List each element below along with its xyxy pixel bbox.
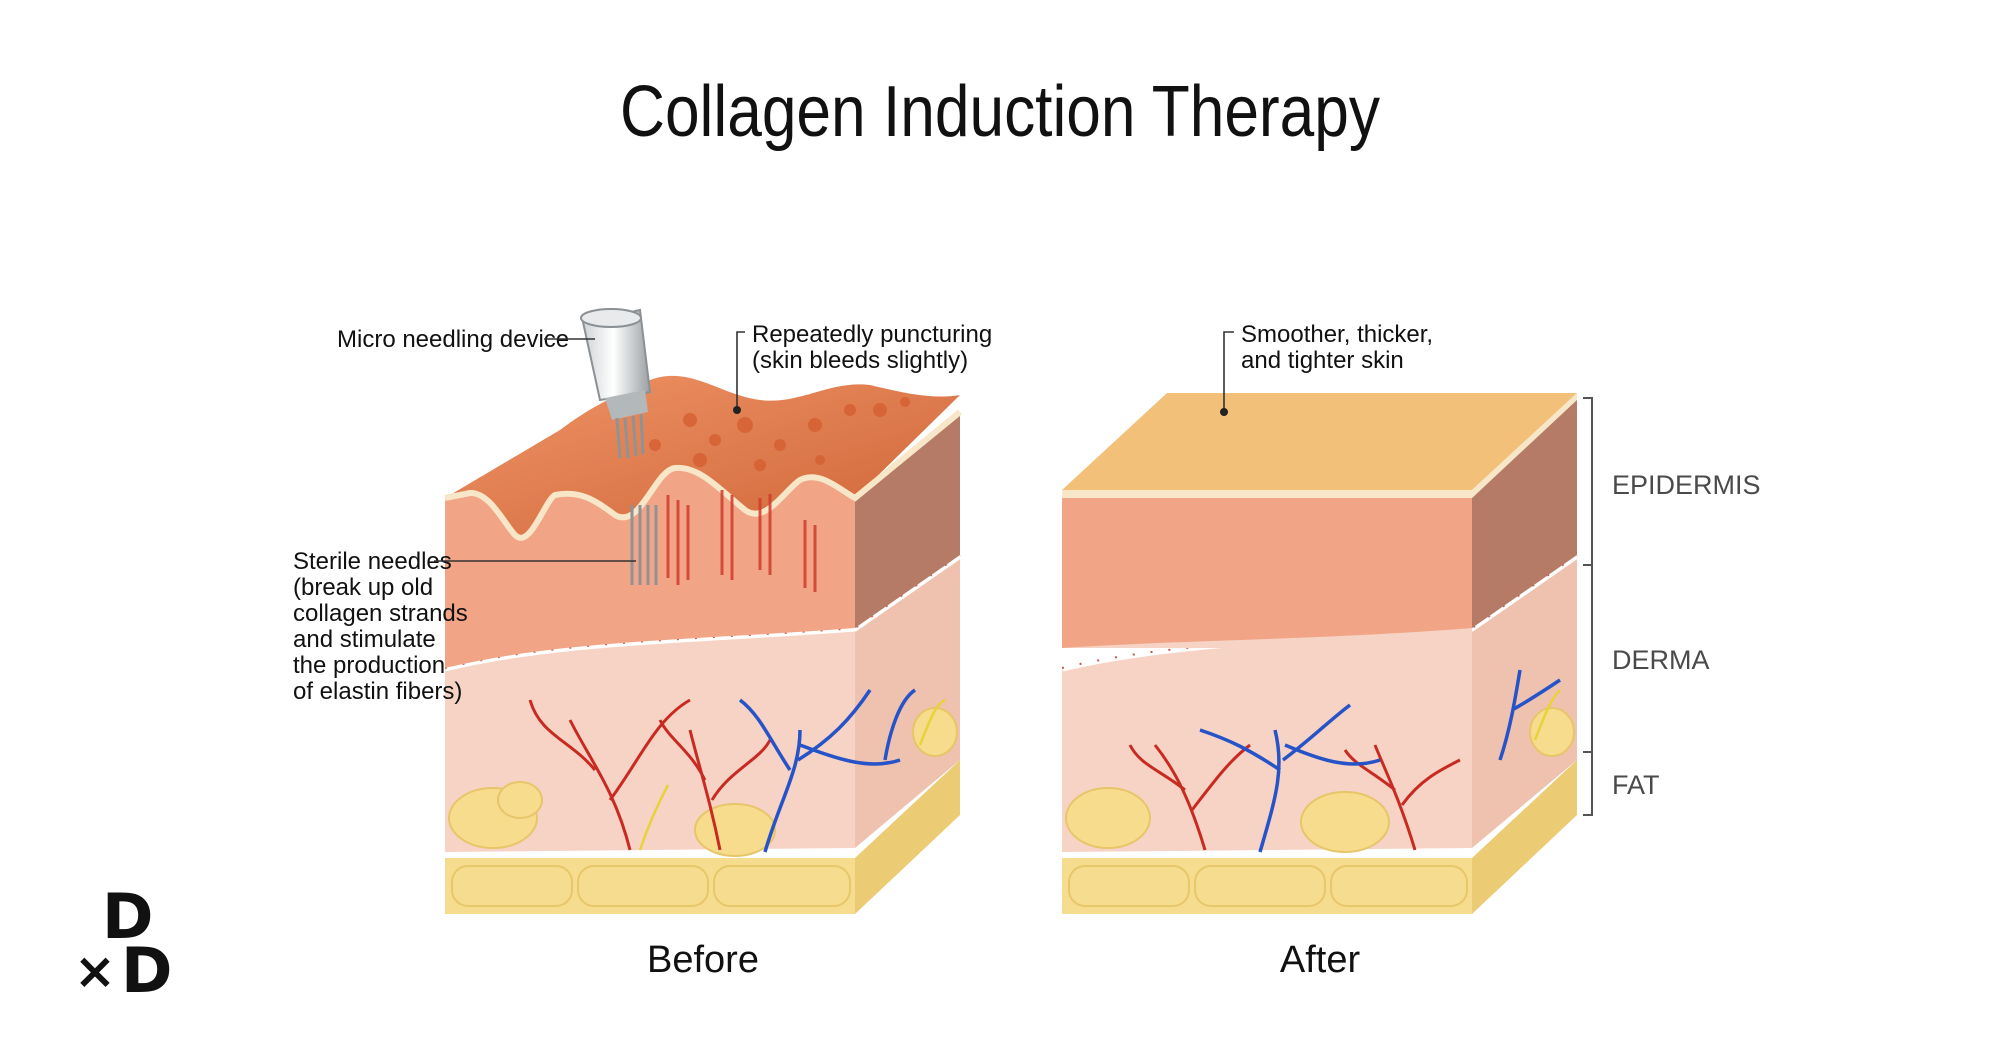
before-fat-layer bbox=[445, 858, 855, 914]
annotation-puncture-line1: Repeatedly puncturing bbox=[752, 321, 992, 348]
annotation-device-label: Micro needling device bbox=[337, 326, 569, 353]
before-skin-block bbox=[444, 375, 962, 914]
layer-label-epidermis: EPIDERMIS bbox=[1612, 470, 1761, 500]
logo-cross-mark: × bbox=[74, 942, 116, 1000]
after-skin-surface bbox=[1062, 393, 1577, 490]
annotation-needles: Sterile needles (break up old collagen s… bbox=[293, 548, 636, 705]
after-skin-block bbox=[1061, 393, 1579, 914]
layer-brackets bbox=[1583, 397, 1593, 816]
after-caption: After bbox=[1280, 939, 1361, 981]
annotation-needles-line1: Sterile needles bbox=[293, 548, 452, 575]
layer-label-fat: FAT bbox=[1612, 770, 1660, 800]
annotation-device: Micro needling device bbox=[337, 326, 595, 353]
layer-label-derma: DERMA bbox=[1612, 645, 1710, 675]
before-epidermis-layer bbox=[445, 467, 855, 668]
annotation-needles-line2: (break up old bbox=[293, 574, 433, 601]
after-epidermis-layer bbox=[1062, 498, 1472, 648]
annotation-skin-line1: Smoother, thicker, bbox=[1241, 321, 1433, 348]
before-caption: Before bbox=[647, 939, 759, 981]
logo-top-letter: D bbox=[102, 880, 153, 953]
brand-logo: D × D bbox=[74, 880, 172, 1007]
page-title: Collagen Induction Therapy bbox=[620, 72, 1380, 152]
annotation-needles-line4: and stimulate bbox=[293, 626, 436, 653]
annotation-needles-line3: collagen strands bbox=[293, 600, 468, 627]
annotation-needles-line6: of elastin fibers) bbox=[293, 678, 462, 705]
after-fat-layer bbox=[1062, 858, 1472, 914]
annotation-needles-line5: the production bbox=[293, 652, 445, 679]
micro-needling-device-icon bbox=[580, 308, 652, 459]
annotation-puncture: Repeatedly puncturing (skin bleeds sligh… bbox=[733, 321, 992, 414]
annotation-skin: Smoother, thicker, and tighter skin bbox=[1220, 321, 1433, 416]
annotation-puncture-line2: (skin bleeds slightly) bbox=[752, 347, 968, 374]
logo-bottom-letter: D bbox=[121, 934, 172, 1007]
annotation-skin-line2: and tighter skin bbox=[1241, 347, 1404, 374]
